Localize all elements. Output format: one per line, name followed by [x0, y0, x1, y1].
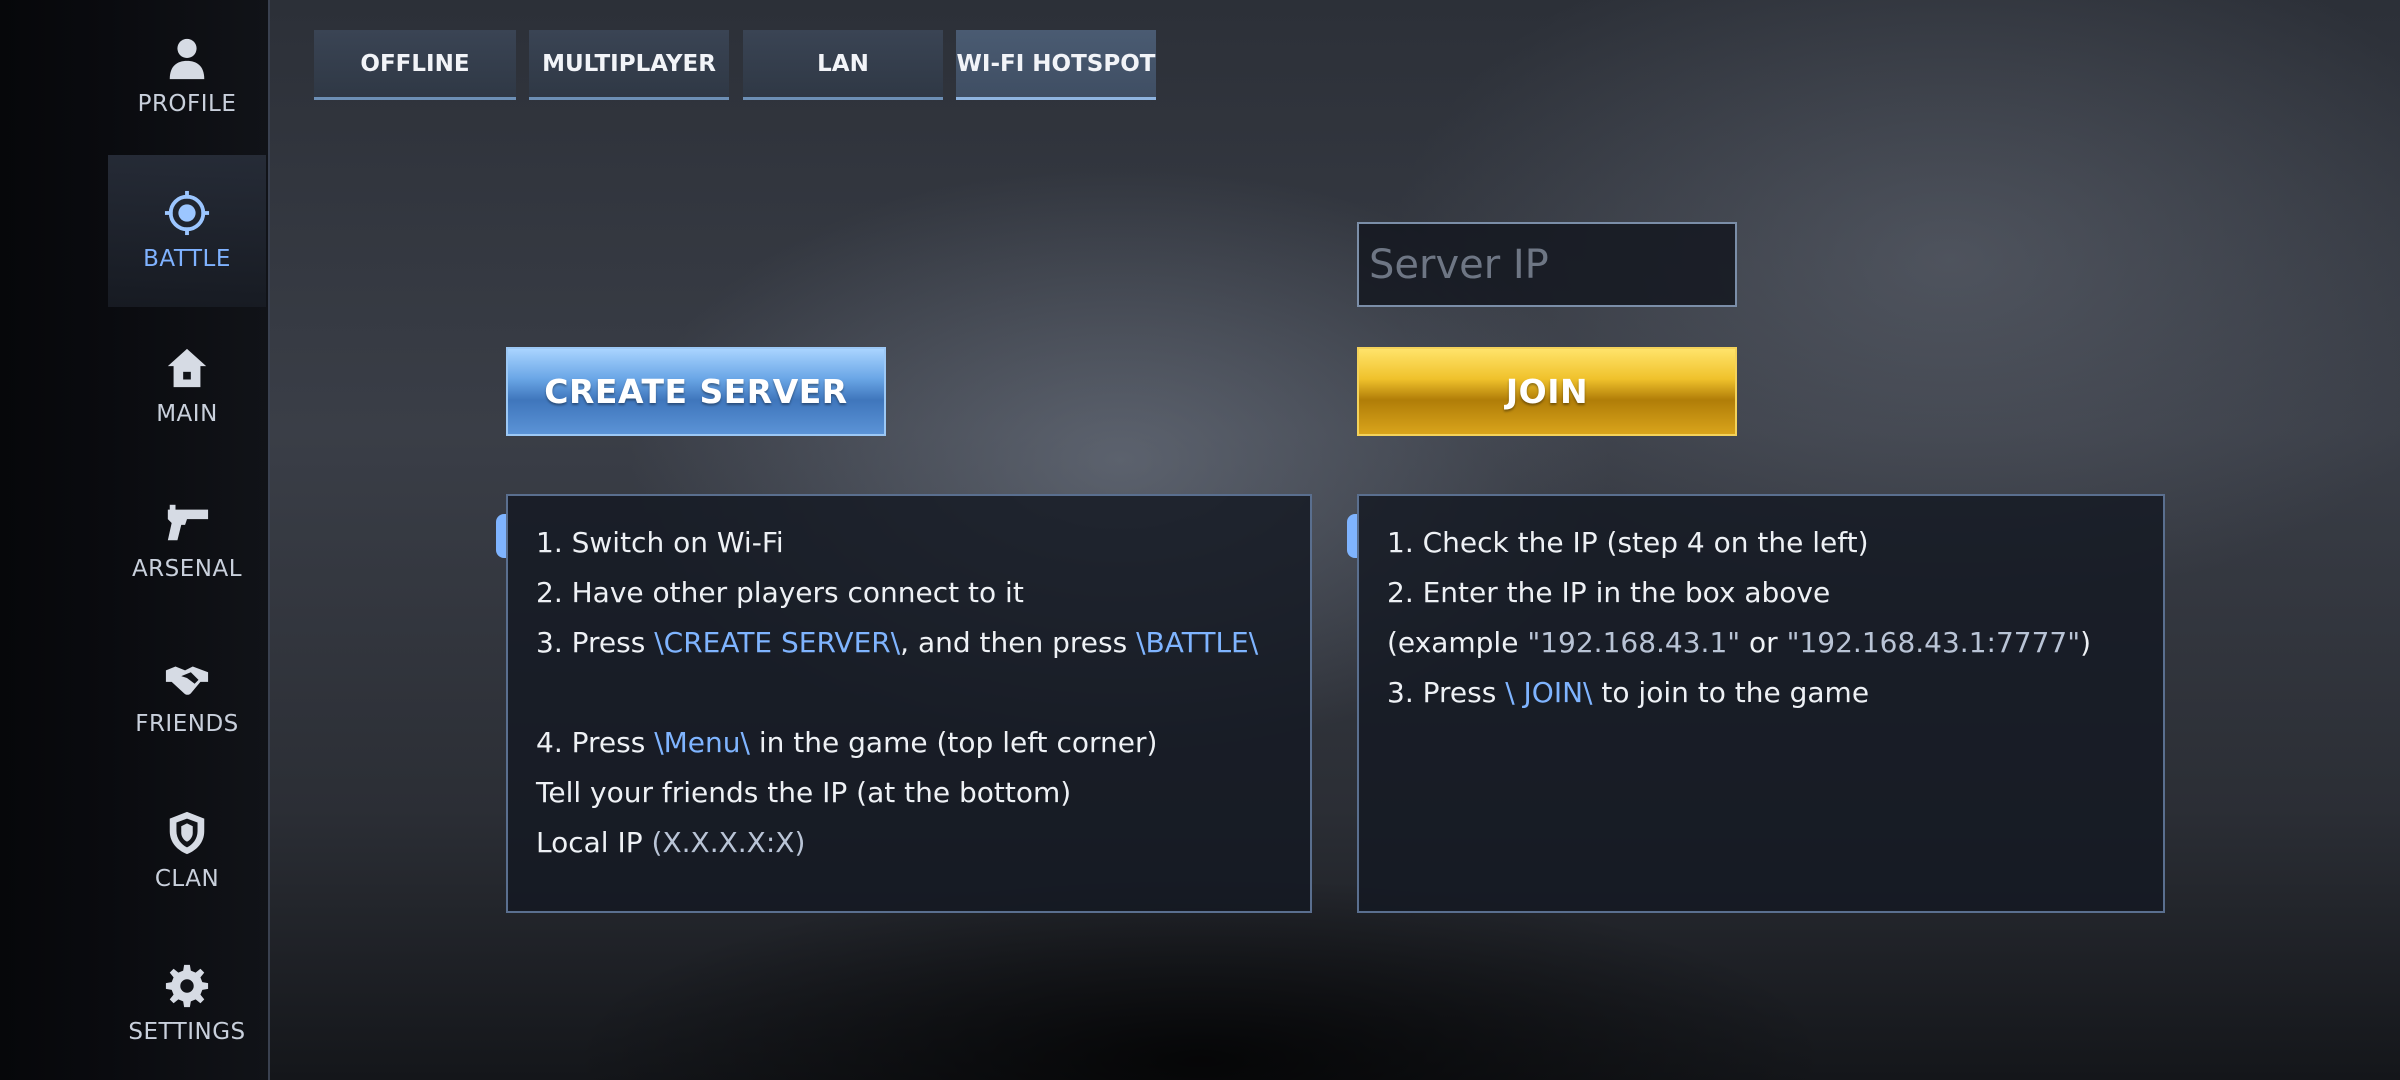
join-button[interactable]: JOIN	[1357, 347, 1737, 436]
instruction-text: in the game (top left corner)	[749, 726, 1158, 759]
instruction-line: (example "192.168.43.1" or "192.168.43.1…	[1387, 618, 2135, 668]
example-ip-port: "192.168.43.1:7777"	[1786, 626, 2081, 659]
sidebar-item-label: SETTINGS	[128, 1019, 246, 1045]
create-server-reference: \CREATE SERVER\	[654, 626, 901, 659]
person-icon	[169, 38, 205, 80]
home-icon	[167, 348, 207, 388]
panel-marker	[496, 514, 506, 558]
local-ip-value: (X.X.X.X:X)	[651, 826, 806, 859]
sidebar-item-arsenal[interactable]: ARSENAL	[108, 465, 266, 617]
sidebar-item-settings[interactable]: SETTINGS	[108, 928, 266, 1080]
gear-icon	[165, 964, 209, 1008]
instruction-text: 3. Press	[1387, 676, 1506, 709]
instruction-line: 2. Have other players connect to it	[536, 576, 1024, 609]
sidebar-item-label: ARSENAL	[131, 556, 243, 582]
instruction-text: 4. Press	[536, 726, 655, 759]
sidebar-item-label: CLAN	[154, 866, 220, 892]
sidebar-item-battle[interactable]: BATTLE	[108, 155, 266, 307]
pistol-icon	[167, 504, 209, 541]
instruction-text: to join to the game	[1592, 676, 1870, 709]
menu-reference: \Menu\	[654, 726, 750, 759]
sidebar-item-label: PROFILE	[137, 91, 237, 117]
tab-offline[interactable]: OFFLINE	[314, 30, 516, 100]
tab-lan[interactable]: LAN	[743, 30, 943, 100]
shield-icon	[169, 811, 205, 855]
join-reference: \ JOIN\	[1505, 676, 1593, 709]
sidebar-item-friends[interactable]: FRIENDS	[108, 620, 266, 772]
sidebar-item-label: BATTLE	[143, 246, 231, 272]
instruction-text: 3. Press	[536, 626, 655, 659]
instruction-line: 3. Press \CREATE SERVER\, and then press…	[536, 618, 1282, 668]
instruction-text: (example	[1387, 626, 1528, 659]
sidebar-item-main[interactable]: MAIN	[108, 310, 266, 462]
instruction-text: or	[1740, 626, 1787, 659]
sidebar-item-label: FRIENDS	[135, 711, 239, 737]
tab-multiplayer[interactable]: MULTIPLAYER	[529, 30, 729, 100]
instruction-line: 1. Switch on Wi-Fi	[536, 526, 784, 559]
handshake-icon	[165, 666, 209, 695]
example-ip: "192.168.43.1"	[1527, 626, 1741, 659]
spacer	[536, 668, 1282, 718]
instruction-text: Local IP	[536, 826, 652, 859]
instruction-line: 2. Enter the IP in the box above	[1387, 576, 1831, 609]
battle-reference: \BATTLE\	[1136, 626, 1259, 659]
sidebar-item-clan[interactable]: CLAN	[108, 775, 266, 927]
create-server-button[interactable]: CREATE SERVER	[506, 347, 886, 436]
sidebar-item-profile[interactable]: PROFILE	[108, 0, 266, 152]
instruction-line: 4. Press \Menu\ in the game (top left co…	[536, 718, 1282, 768]
server-ip-input[interactable]	[1357, 222, 1737, 307]
join-instructions-panel: 1. Check the IP (step 4 on the left) 2. …	[1347, 494, 2165, 913]
sidebar-divider	[268, 0, 270, 1080]
instruction-line: 3. Press \ JOIN\ to join to the game	[1387, 668, 2135, 718]
tab-wifi-hotspot[interactable]: WI-FI HOTSPOT	[956, 30, 1156, 100]
panel-marker	[1347, 514, 1357, 558]
create-server-instructions-panel: 1. Switch on Wi-Fi 2. Have other players…	[496, 494, 1312, 913]
instruction-text: )	[2080, 626, 2092, 659]
sidebar-item-label: MAIN	[156, 401, 218, 427]
instruction-line: Tell your friends the IP (at the bottom)	[536, 776, 1072, 809]
instruction-line: 1. Check the IP (step 4 on the left)	[1387, 526, 1869, 559]
crosshair-icon	[164, 190, 210, 236]
instruction-text: , and then press	[900, 626, 1137, 659]
instruction-line: Local IP (X.X.X.X:X)	[536, 818, 1282, 868]
